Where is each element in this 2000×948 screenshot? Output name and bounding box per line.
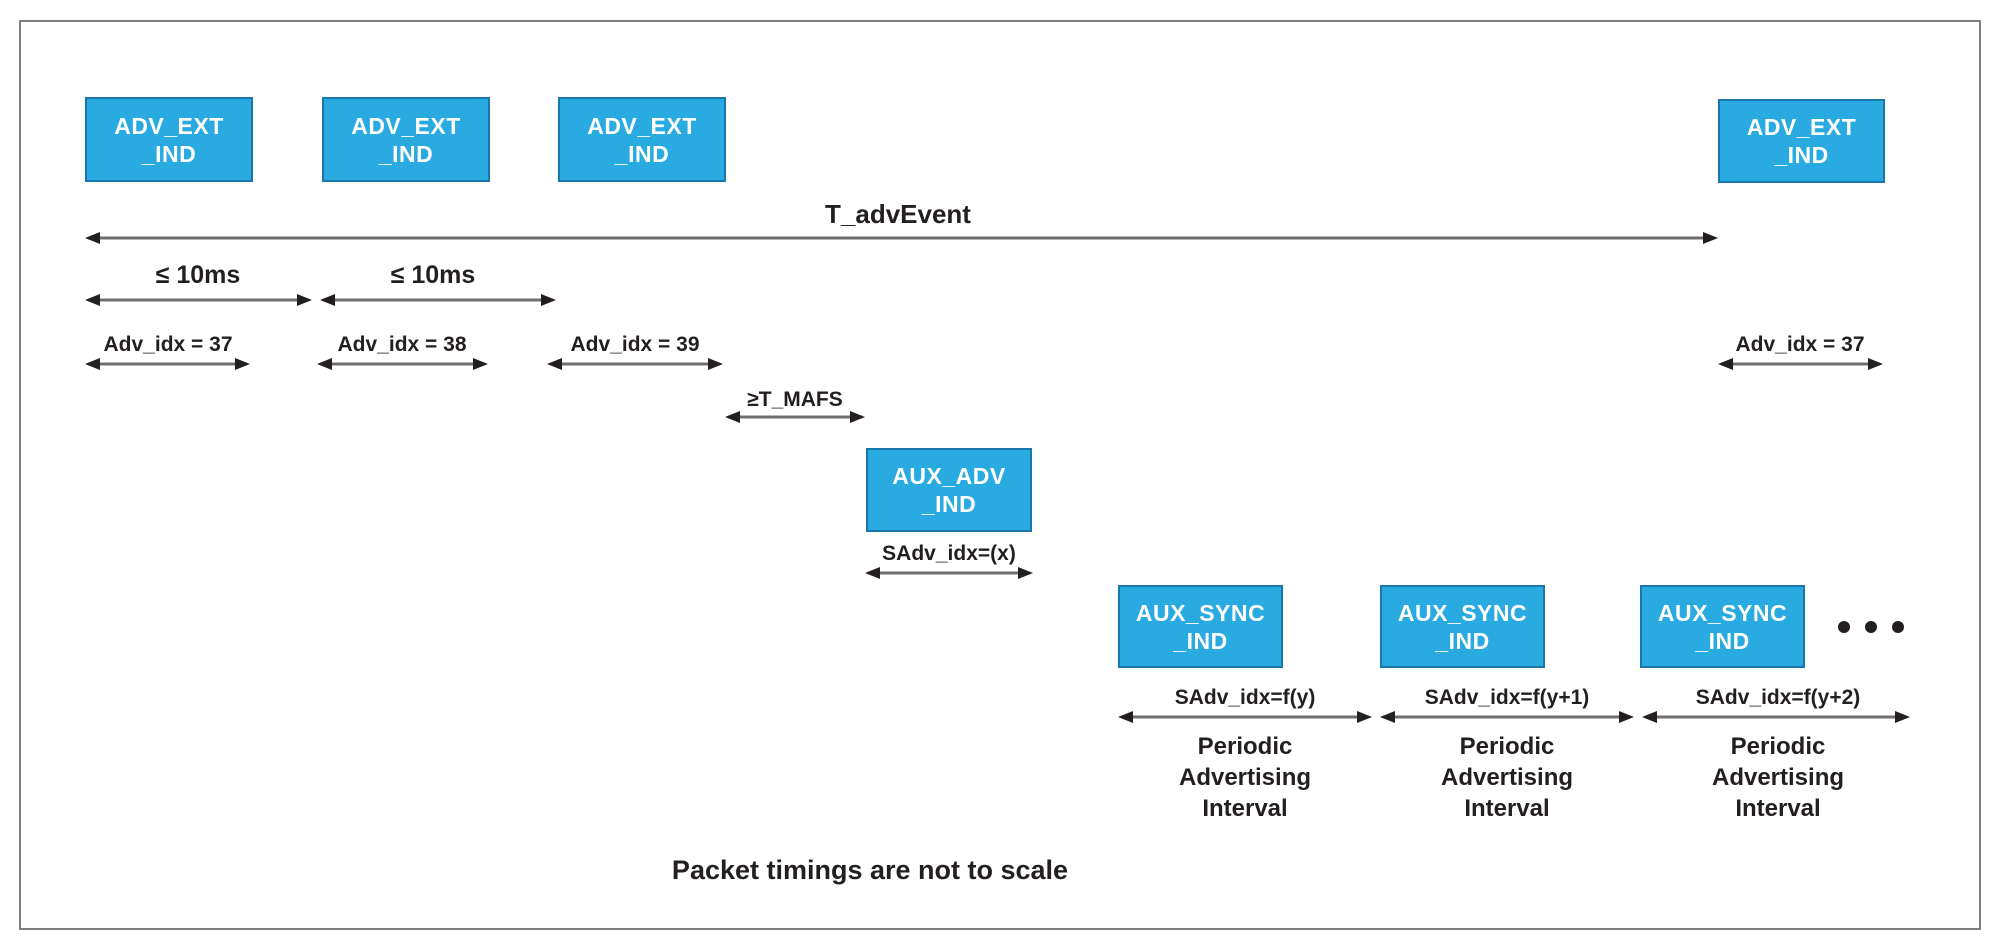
arrow-shaft <box>550 362 720 366</box>
arrow-shaft <box>1121 715 1369 719</box>
arrowhead-right-icon <box>473 358 488 370</box>
arrowhead-right-icon <box>1895 711 1910 723</box>
arrowhead-right-icon <box>1703 232 1718 244</box>
arrowhead-left-icon <box>320 294 335 306</box>
arrowhead-left-icon <box>865 567 880 579</box>
sadv-idx-fy1-label: SAdv_idx=f(y+1) <box>1424 686 1590 709</box>
arrowhead-left-icon <box>547 358 562 370</box>
dot-icon <box>1865 621 1877 633</box>
arrow-adv-idx-37 <box>85 357 250 371</box>
arrowhead-right-icon <box>708 358 723 370</box>
arrow-shaft <box>323 298 553 302</box>
arrow-sadv-idx-fy1 <box>1380 710 1634 724</box>
adv-idx-37-right-label: Adv_idx = 37 <box>1735 333 1865 356</box>
periodic-interval-label-1: Periodic Advertising Interval <box>1178 733 1312 822</box>
packet-aux-adv-ind: AUX_ADV _IND <box>866 448 1032 532</box>
arrow-shaft <box>88 236 1715 240</box>
arrowhead-left-icon <box>317 358 332 370</box>
arrow-shaft <box>88 362 247 366</box>
arrow-shaft <box>728 415 862 419</box>
arrowhead-left-icon <box>85 294 100 306</box>
arrow-adv-idx-37-right <box>1718 357 1883 371</box>
adv-idx-39-label: Adv_idx = 39 <box>570 333 700 356</box>
arrowhead-left-icon <box>85 232 100 244</box>
arrowhead-left-icon <box>1718 358 1733 370</box>
arrowhead-right-icon <box>541 294 556 306</box>
periodic-interval-label-3: Periodic Advertising Interval <box>1711 733 1845 822</box>
arrow-shaft <box>1645 715 1907 719</box>
arrow-shaft <box>1383 715 1631 719</box>
arrowhead-right-icon <box>1868 358 1883 370</box>
arrowhead-left-icon <box>1642 711 1657 723</box>
arrowhead-left-icon <box>1380 711 1395 723</box>
sadv-idx-fy2-label: SAdv_idx=f(y+2) <box>1695 686 1861 709</box>
periodic-interval-label-2: Periodic Advertising Interval <box>1440 733 1574 822</box>
diagram-border-frame <box>19 20 1981 930</box>
packet-aux-sync-ind-3: AUX_SYNC _IND <box>1640 585 1805 668</box>
t-advevent-label: T_advEvent <box>825 199 971 229</box>
adv-idx-38-label: Adv_idx = 38 <box>337 333 467 356</box>
le-10ms-label-1: ≤ 10ms <box>155 261 241 289</box>
arrowhead-right-icon <box>850 411 865 423</box>
arrowhead-right-icon <box>1018 567 1033 579</box>
adv-idx-37-label: Adv_idx = 37 <box>103 333 233 356</box>
arrow-sadv-idx-fy2 <box>1642 710 1910 724</box>
arrowhead-right-icon <box>1619 711 1634 723</box>
sadv-idx-fy-label: SAdv_idx=f(y) <box>1174 686 1316 709</box>
sadv-idx-x-label: SAdv_idx=(x) <box>882 542 1016 565</box>
arrow-t-mafs <box>725 410 865 424</box>
arrow-t-advevent <box>85 231 1718 245</box>
arrowhead-left-icon <box>725 411 740 423</box>
arrow-shaft <box>88 298 309 302</box>
arrowhead-left-icon <box>85 358 100 370</box>
packet-adv-ext-ind-1: ADV_EXT _IND <box>85 97 253 182</box>
arrow-adv-idx-39 <box>547 357 723 371</box>
arrow-adv-idx-38 <box>317 357 488 371</box>
packet-adv-ext-ind-4: ADV_EXT _IND <box>1718 99 1885 183</box>
dot-icon <box>1838 621 1850 633</box>
ellipsis-icon <box>1838 621 1904 633</box>
arrow-le-10ms-2 <box>320 293 556 307</box>
dot-icon <box>1892 621 1904 633</box>
packet-adv-ext-ind-2: ADV_EXT _IND <box>322 97 490 182</box>
packet-adv-ext-ind-3: ADV_EXT _IND <box>558 97 726 182</box>
arrow-shaft <box>1721 362 1880 366</box>
arrow-shaft <box>320 362 485 366</box>
arrow-sadv-idx-x <box>865 566 1033 580</box>
packet-aux-sync-ind-1: AUX_SYNC _IND <box>1118 585 1283 668</box>
arrowhead-right-icon <box>1357 711 1372 723</box>
arrowhead-right-icon <box>235 358 250 370</box>
arrow-shaft <box>868 571 1030 575</box>
not-to-scale-note: Packet timings are not to scale <box>671 855 1069 885</box>
arrowhead-left-icon <box>1118 711 1133 723</box>
arrow-sadv-idx-fy <box>1118 710 1372 724</box>
le-10ms-label-2: ≤ 10ms <box>390 261 476 289</box>
t-mafs-label: ≥T_MAFS <box>747 388 843 411</box>
packet-aux-sync-ind-2: AUX_SYNC _IND <box>1380 585 1545 668</box>
arrowhead-right-icon <box>297 294 312 306</box>
arrow-le-10ms-1 <box>85 293 312 307</box>
